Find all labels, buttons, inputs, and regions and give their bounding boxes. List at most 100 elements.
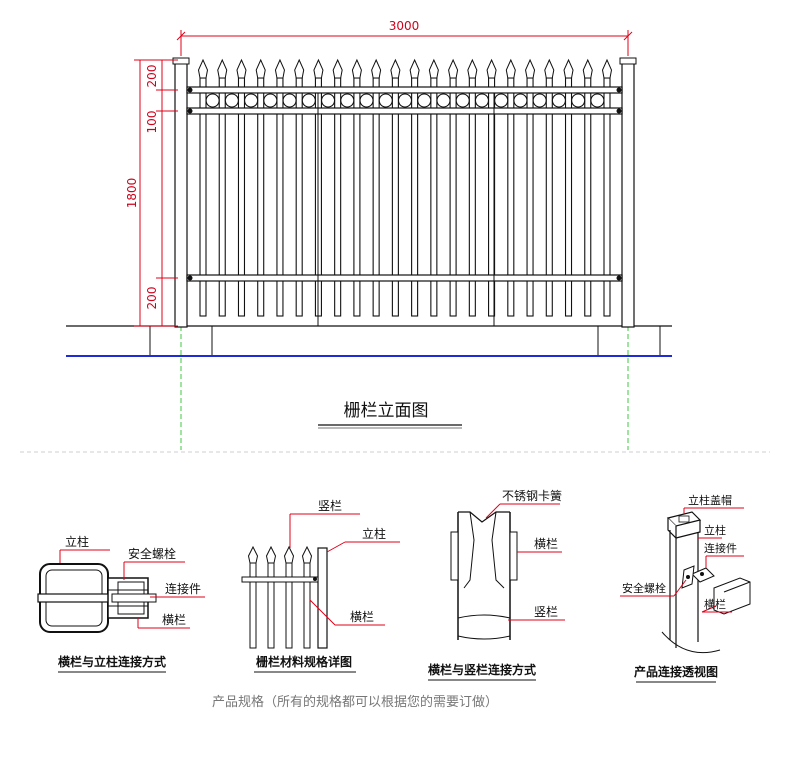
picket-spear-tip bbox=[505, 58, 516, 79]
picket-spear-tip bbox=[332, 58, 343, 79]
post-cap-right bbox=[619, 57, 637, 65]
picket-spear-tip bbox=[486, 58, 497, 79]
label-post: 立柱 bbox=[65, 534, 89, 549]
post-cap-top bbox=[678, 515, 690, 523]
picket-spear-tip bbox=[217, 58, 228, 79]
rail-bolt bbox=[616, 108, 622, 114]
picket-spear-tip bbox=[563, 58, 574, 79]
rail-bolt bbox=[616, 87, 622, 93]
leader-line bbox=[485, 503, 501, 519]
picket-spear-tip bbox=[428, 58, 439, 79]
dim-arrow bbox=[623, 31, 633, 41]
detail-material-spec: 竖栏 立柱 横栏 栅栏材料规格详图 bbox=[241, 498, 400, 673]
label-connector: 连接件 bbox=[704, 542, 737, 555]
dim-bottom-gap-label: 200 bbox=[145, 287, 159, 310]
picket-spear-tip bbox=[601, 58, 613, 79]
ring-decoration bbox=[282, 93, 297, 108]
rail-bolt bbox=[187, 275, 193, 281]
clip-spring-right bbox=[491, 511, 505, 589]
dim-rail-gap-label: 100 bbox=[145, 111, 159, 134]
picket-tube bbox=[457, 512, 511, 640]
ring-decoration bbox=[590, 93, 605, 108]
picket-section-line bbox=[457, 614, 511, 619]
ring-decoration bbox=[244, 93, 259, 108]
dim-top-spike-label: 200 bbox=[145, 65, 159, 88]
dim-height-label: 1800 bbox=[125, 178, 139, 209]
detail-picket-group bbox=[247, 545, 313, 649]
picket-spear-tip bbox=[544, 58, 555, 79]
elevation-title: 栅栏立面图 bbox=[344, 401, 429, 421]
safety-bolt bbox=[686, 575, 690, 579]
detail-picket bbox=[285, 561, 293, 649]
dim-width-label: 3000 bbox=[389, 19, 420, 33]
label-rail: 横栏 bbox=[350, 609, 374, 624]
label-clip: 不锈钢卡簧 bbox=[502, 488, 562, 503]
detail-perspective: 立柱盖帽 立柱 连接件 安全螺栓 横栏 产品连接透视图 bbox=[620, 493, 751, 683]
leader-line bbox=[673, 579, 687, 597]
leader-line bbox=[701, 605, 717, 613]
ring-decoration bbox=[494, 93, 509, 108]
picket-break-line bbox=[457, 635, 511, 640]
detail-picket bbox=[267, 561, 275, 649]
ring-decoration bbox=[532, 93, 547, 108]
connector-strap bbox=[37, 593, 117, 603]
detail-bolt bbox=[313, 577, 317, 581]
bottom-rail bbox=[186, 274, 623, 282]
label-post: 立柱 bbox=[362, 526, 386, 541]
caption-detail-1: 横栏与立柱连接方式 bbox=[58, 654, 166, 669]
detail-picket-tip bbox=[283, 545, 295, 564]
top-rail bbox=[186, 86, 623, 94]
ring-decoration bbox=[320, 93, 336, 108]
ring-decoration bbox=[417, 93, 432, 108]
leader-line bbox=[326, 541, 346, 553]
picket-spear-tip bbox=[467, 58, 478, 79]
label-rail: 横栏 bbox=[534, 536, 558, 551]
ring-decoration bbox=[301, 93, 316, 108]
post-cap-left bbox=[172, 57, 190, 65]
post-cap-front bbox=[675, 520, 701, 539]
ring-decoration bbox=[571, 93, 586, 108]
detail-picket-tip bbox=[301, 545, 313, 564]
detail-picket bbox=[249, 561, 257, 649]
ring-decoration bbox=[263, 93, 278, 108]
bolt-body bbox=[111, 593, 157, 603]
dim-arrow bbox=[176, 31, 186, 41]
label-rail: 横栏 bbox=[162, 612, 186, 627]
picket-spear-tip bbox=[294, 58, 305, 79]
post-cap-side bbox=[667, 518, 677, 540]
caption-detail-4: 产品连接透视图 bbox=[634, 664, 718, 679]
rail-bolt bbox=[187, 87, 193, 93]
label-connector: 连接件 bbox=[165, 581, 201, 596]
post-right bbox=[621, 61, 635, 328]
label-bolt: 安全螺栓 bbox=[128, 546, 176, 561]
post-body bbox=[669, 530, 699, 648]
detail-rail-to-post: 立柱 安全螺栓 连接件 横栏 横栏与立柱连接方式 bbox=[37, 534, 205, 673]
picket-spear-tip bbox=[197, 58, 209, 79]
label-cap: 立柱盖帽 bbox=[688, 493, 732, 507]
detail-picket-tip bbox=[247, 545, 259, 564]
ring-decoration bbox=[397, 93, 413, 108]
detail-picket-tip bbox=[265, 545, 277, 564]
label-picket: 竖栏 bbox=[534, 604, 558, 619]
ring-decoration-group bbox=[205, 93, 605, 108]
picket-spear-tip bbox=[313, 58, 324, 79]
fence-elevation: 3000 200 100 1800 200 栅栏立面图 bbox=[66, 19, 672, 450]
detail-rail-to-picket: 不锈钢卡簧 横栏 竖栏 横栏与竖栏连接方式 bbox=[428, 488, 565, 681]
ring-decoration bbox=[474, 93, 490, 108]
rail-edge bbox=[723, 581, 751, 593]
label-rail: 横栏 bbox=[704, 597, 726, 611]
clip-spring-left bbox=[463, 511, 475, 589]
foundation-right bbox=[597, 325, 661, 357]
rail-end bbox=[713, 577, 751, 615]
picket-spear-tip bbox=[351, 58, 362, 79]
middle-rail bbox=[186, 107, 623, 115]
post-left bbox=[174, 61, 188, 328]
footer-note: 产品规格（所有的规格都可以根据您的需要订做） bbox=[212, 694, 498, 710]
ring-decoration bbox=[436, 93, 451, 108]
picket-top-cut bbox=[458, 511, 510, 523]
picket-spear-tip bbox=[255, 58, 266, 79]
detail-rail bbox=[241, 576, 319, 583]
picket-spear-tip bbox=[582, 58, 593, 79]
label-picket: 竖栏 bbox=[318, 498, 342, 513]
